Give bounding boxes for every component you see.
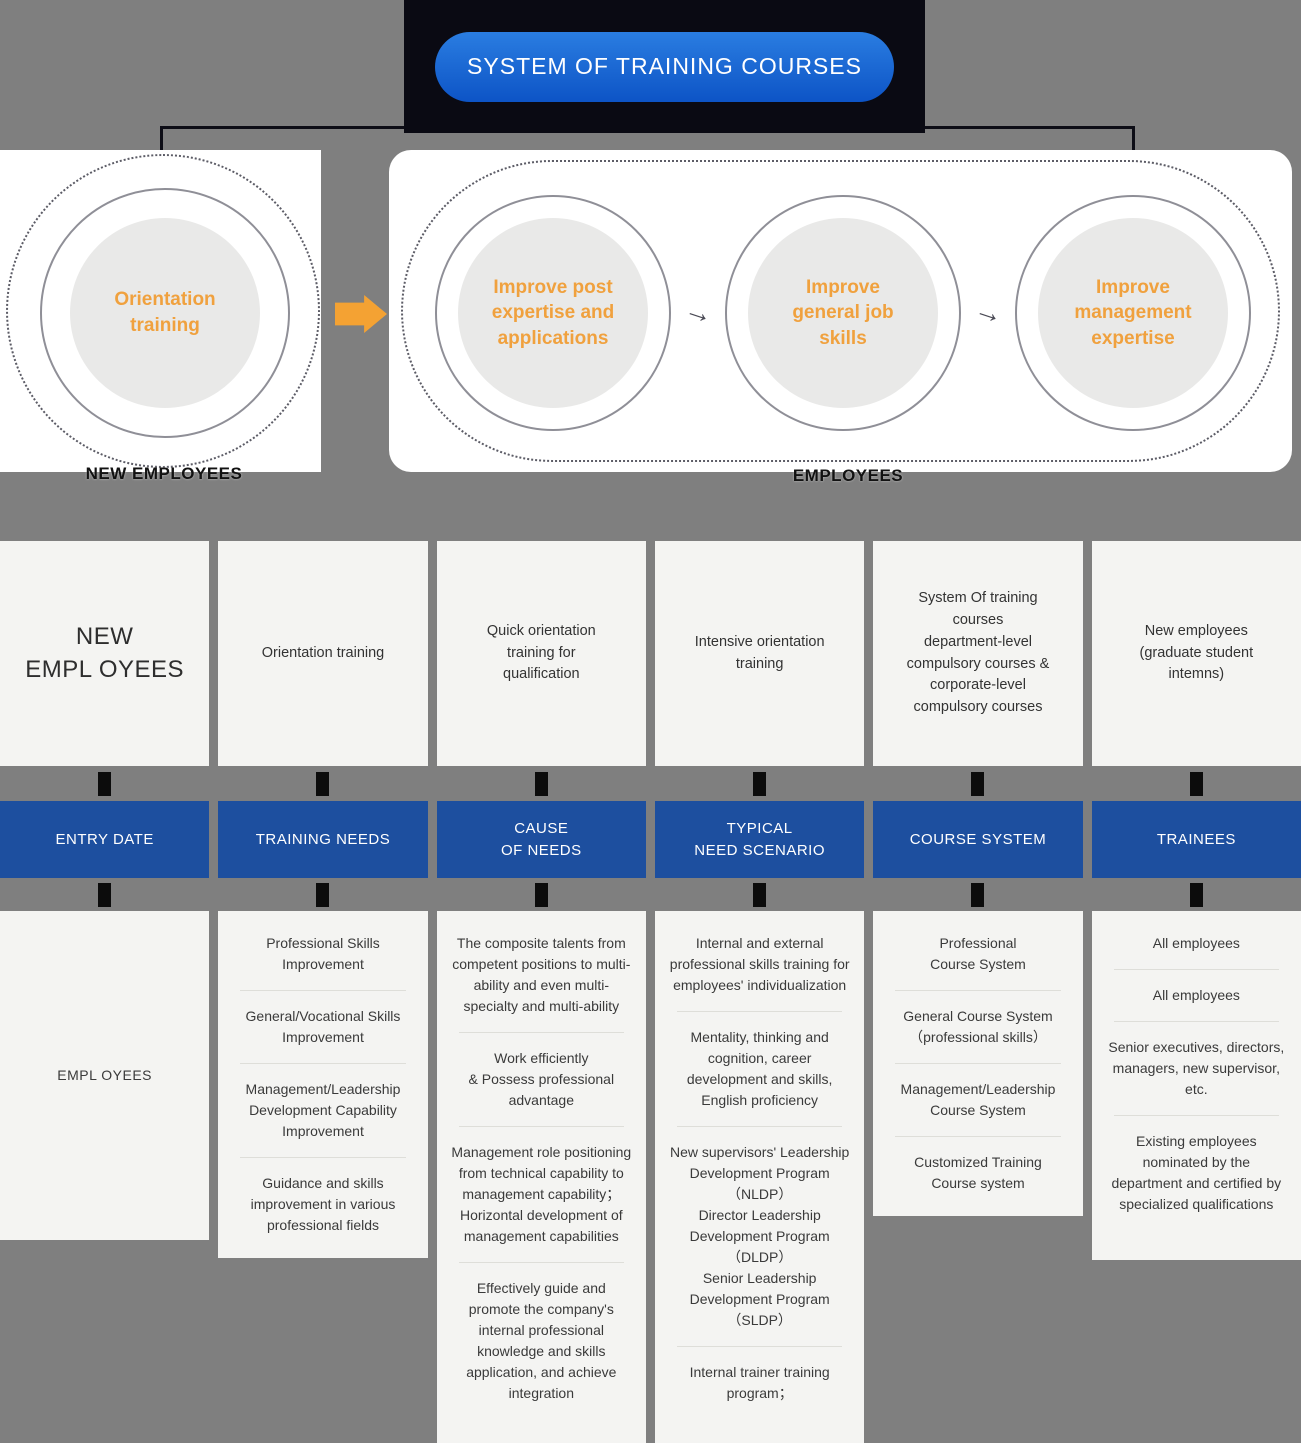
- list-item: Professional Skills Improvement: [266, 935, 380, 972]
- employees-cause-of-needs: The composite talents from competent pos…: [436, 911, 646, 1443]
- header-typical-need-scenario: TYPICAL NEED SCENARIO: [654, 801, 865, 878]
- training-table: NEW EMPL OYEES Orientation training Quic…: [0, 541, 1301, 1443]
- list-item: New supervisors' Leadership Development …: [669, 1144, 850, 1328]
- list-item: Management role positioning from technic…: [451, 1144, 632, 1244]
- divider: [895, 1136, 1061, 1137]
- divider: [240, 1063, 406, 1064]
- employees-trainees: All employees All employees Senior execu…: [1091, 911, 1301, 1260]
- list-item: General/Vocational Skills Improvement: [245, 1008, 401, 1045]
- connector-bar: [534, 771, 548, 796]
- divider: [1113, 1021, 1279, 1022]
- list-item: The composite talents from competent pos…: [452, 935, 631, 1014]
- list-item: General Course System （professional skil…: [903, 1008, 1053, 1045]
- connector-cell: [0, 878, 209, 911]
- divider: [676, 1011, 843, 1012]
- header-training-needs: TRAINING NEEDS: [218, 801, 428, 878]
- new-employees-course-system: System Of training courses department-le…: [873, 541, 1083, 766]
- connector-cell: [218, 766, 427, 801]
- new-employees-need-scenario: Intensive orientation training: [654, 541, 865, 766]
- training-system-diagram: SYSTEM OF TRAINING COURSES Orientation t…: [0, 0, 1301, 541]
- list-item: Mentality, thinking and cognition, caree…: [686, 1029, 833, 1108]
- connector-bar: [753, 882, 767, 907]
- divider: [1113, 969, 1279, 970]
- divider: [895, 990, 1061, 991]
- improve-post-expertise-circle: Improve post expertise and applications: [458, 218, 648, 408]
- list-item: Internal and external professional skill…: [669, 935, 850, 993]
- connector-cell: [655, 766, 864, 801]
- list-item: Effectively guide and promote the compan…: [466, 1280, 617, 1401]
- connector-bar: [1189, 771, 1203, 796]
- connector-line-right: [1132, 127, 1135, 153]
- connector-cell: [873, 766, 1082, 801]
- new-employees-trainees: New employees (graduate student intemns): [1091, 541, 1301, 766]
- connector-bar: [971, 771, 985, 796]
- new-employees-panel: Orientation training: [0, 150, 321, 472]
- divider: [1113, 1115, 1279, 1116]
- list-item: Work efficiently & Possess professional …: [468, 1050, 615, 1108]
- list-item: Senior executives, directors, managers, …: [1108, 1039, 1285, 1097]
- connector-bar: [534, 882, 548, 907]
- list-item: Customized Training Course system: [914, 1154, 1042, 1191]
- dotted-rect-border: [401, 160, 1280, 462]
- page-title: SYSTEM OF TRAINING COURSES: [435, 31, 894, 102]
- new-employees-label: NEW EMPLOYEES: [85, 464, 243, 483]
- improve-general-skills-circle: Improve general job skills: [748, 218, 938, 408]
- connector-bar: [98, 882, 112, 907]
- employees-course-system: Professional Course System General Cours…: [873, 911, 1083, 1216]
- connector-cell: [0, 766, 209, 801]
- connector-cell: [873, 878, 1082, 911]
- dotted-circle-border: [6, 154, 320, 468]
- employees-panel: Improve post expertise and applications …: [389, 150, 1292, 472]
- connector-bar: [971, 882, 985, 907]
- connector-cell: [1092, 878, 1301, 911]
- circle-ring: [40, 188, 290, 438]
- header-trainees: TRAINEES: [1091, 801, 1301, 878]
- connector-line-left: [160, 127, 163, 153]
- divider: [895, 1063, 1061, 1064]
- connector-bar: [98, 771, 112, 796]
- employees-training-needs: Professional Skills Improvement General/…: [218, 911, 428, 1258]
- circle-ring: [725, 195, 961, 431]
- list-item: All employees: [1152, 935, 1240, 951]
- employees-row-title: EMPL OYEES: [0, 911, 210, 1240]
- connector-bar: [753, 771, 767, 796]
- connector-bar: [316, 771, 330, 796]
- circle-ring: [435, 195, 671, 431]
- list-item: Internal trainer training program；: [689, 1364, 830, 1401]
- list-item: Management/Leadership Course System: [900, 1081, 1056, 1118]
- list-item: Existing employees nominated by the depa…: [1111, 1133, 1282, 1212]
- connector-bar: [316, 882, 330, 907]
- header-cause-of-needs: CAUSE OF NEEDS: [436, 801, 646, 878]
- connector-cell: [218, 878, 427, 911]
- divider: [676, 1126, 843, 1127]
- divider: [240, 990, 406, 991]
- new-employees-cause-of-needs: Quick orientation training for qualifica…: [436, 541, 646, 766]
- orientation-training-circle: Orientation training: [70, 218, 260, 408]
- improve-management-circle: Improve management expertise: [1038, 218, 1228, 408]
- header-course-system: COURSE SYSTEM: [873, 801, 1083, 878]
- new-employees-training-needs: Orientation training: [218, 541, 428, 766]
- employees-need-scenario: Internal and external professional skill…: [654, 911, 865, 1443]
- divider: [676, 1346, 843, 1347]
- flow-arrow-icon: [335, 295, 387, 333]
- list-item: Management/Leadership Development Capabi…: [245, 1081, 401, 1139]
- connector-cell: [1092, 766, 1301, 801]
- connector-cell: [655, 878, 864, 911]
- title-banner: SYSTEM OF TRAINING COURSES: [404, 0, 925, 133]
- list-item: Professional Course System: [930, 935, 1026, 972]
- circle-ring: [1015, 195, 1251, 431]
- divider: [458, 1032, 624, 1033]
- list-item: All employees: [1152, 987, 1240, 1003]
- divider: [240, 1157, 406, 1158]
- connector-bar: [1189, 882, 1203, 907]
- employees-label: EMPLOYEES: [792, 466, 904, 485]
- connector-cell: [437, 878, 646, 911]
- header-entry-date: ENTRY DATE: [0, 801, 210, 878]
- connector-cell: [437, 766, 646, 801]
- list-item: Guidance and skills improvement in vario…: [250, 1175, 396, 1233]
- new-employees-row-title: NEW EMPL OYEES: [0, 541, 210, 766]
- divider: [458, 1126, 624, 1127]
- divider: [458, 1262, 624, 1263]
